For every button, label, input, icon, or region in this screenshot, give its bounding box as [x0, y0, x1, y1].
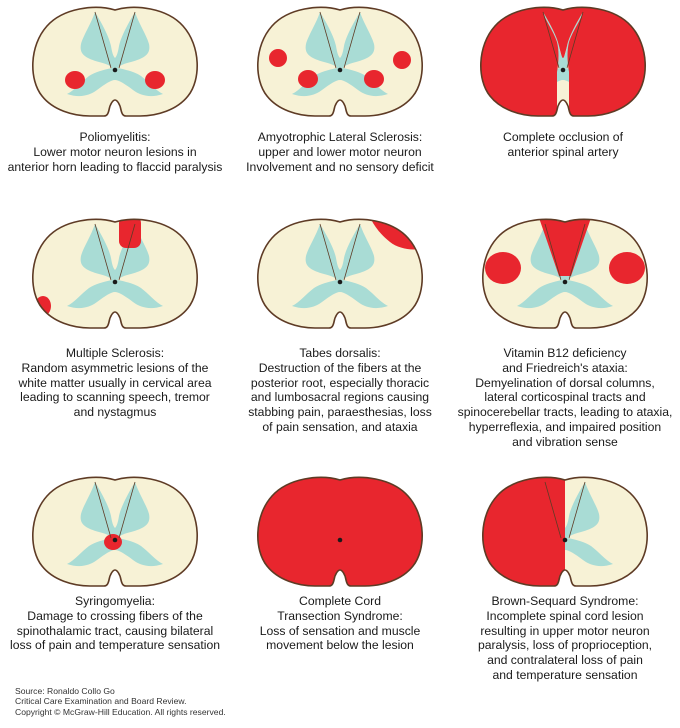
spinal-cord-cross-section: [25, 0, 205, 120]
lesion-area: [145, 71, 165, 89]
caption-line: Brown-Sequard Syndrome:: [452, 594, 678, 609]
central-canal: [338, 280, 343, 285]
caption-line: upper and lower motor neuron: [227, 145, 453, 160]
caption-line: resulting in upper motor neuron: [452, 624, 678, 639]
central-canal: [113, 280, 118, 285]
spinal-cord-cross-section: [473, 0, 653, 120]
caption-line: Vitamin B12 deficiency: [452, 346, 678, 361]
central-canal: [563, 538, 568, 543]
caption-line: and lumbosacral regions causing: [227, 390, 453, 405]
lesion-area: [364, 70, 384, 88]
caption-line: paralysis, loss of proprioception,: [452, 638, 678, 653]
spinal-cord-cross-section: [25, 212, 205, 332]
lesion-group: [475, 470, 565, 590]
lesion-area: [269, 49, 287, 67]
caption-line: Damage to crossing fibers of the: [2, 609, 228, 624]
caption-line: and nystagmus: [2, 405, 228, 420]
caption-line: and Friedreich's ataxia:: [452, 361, 678, 376]
central-canal: [563, 280, 568, 285]
lesion-area: [250, 470, 430, 590]
caption-line: Multiple Sclerosis:: [2, 346, 228, 361]
caption-line: Syringomyelia:: [2, 594, 228, 609]
lesion-area: [393, 51, 411, 69]
caption-line: spinocerebellar tracts, leading to ataxi…: [452, 405, 678, 420]
spinal-cord-cross-section: [475, 470, 655, 590]
lesion-area: [485, 252, 521, 284]
caption-line: Loss of sensation and muscle: [227, 624, 453, 639]
caption-line: Complete Cord: [227, 594, 453, 609]
caption-line: and temperature sensation: [452, 668, 678, 683]
lesion-area: [298, 70, 318, 88]
caption-line: Involvement and no sensory deficit: [227, 160, 453, 175]
caption-line: white matter usually in cervical area: [2, 376, 228, 391]
caption-line: Lower motor neuron lesions in: [2, 145, 228, 160]
panel-caption: Multiple Sclerosis:Random asymmetric les…: [2, 346, 228, 420]
caption-line: of pain sensation, and ataxia: [227, 420, 453, 435]
central-canal: [338, 68, 343, 73]
caption-line: Poliomyelitis:: [2, 130, 228, 145]
caption-line: and contralateral loss of pain: [452, 653, 678, 668]
caption-line: posterior root, especially thoracic: [227, 376, 453, 391]
panel-caption: Brown-Sequard Syndrome:Incomplete spinal…: [452, 594, 678, 683]
source-line: Critical Care Examination and Board Revi…: [15, 696, 226, 706]
caption-line: stabbing pain, paraesthesias, loss: [227, 405, 453, 420]
caption-line: Tabes dorsalis:: [227, 346, 453, 361]
caption-line: anterior spinal artery: [450, 145, 676, 160]
source-line: Copyright © McGraw-Hill Education. All r…: [15, 707, 226, 717]
caption-line: lateral corticospinal tracts and: [452, 390, 678, 405]
caption-line: loss of pain and temperature sensation: [2, 638, 228, 653]
spinal-cord-cross-section: [250, 0, 430, 120]
lesion-area: [65, 71, 85, 89]
lesion-area: [609, 252, 645, 284]
panel-caption: Syringomyelia:Damage to crossing fibers …: [2, 594, 228, 653]
caption-line: Amyotrophic Lateral Sclerosis:: [227, 130, 453, 145]
central-canal: [113, 68, 118, 73]
panel-caption: Poliomyelitis:Lower motor neuron lesions…: [2, 130, 228, 174]
spinal-cord-cross-section: [250, 470, 430, 590]
central-canal: [338, 538, 343, 543]
lesion-area: [475, 470, 565, 590]
spinal-cord-cross-section: [25, 470, 205, 590]
caption-line: spinothalamic tract, causing bilateral: [2, 624, 228, 639]
central-canal: [561, 68, 566, 73]
caption-line: Incomplete spinal cord lesion: [452, 609, 678, 624]
panel-caption: Amyotrophic Lateral Sclerosis:upper and …: [227, 130, 453, 174]
caption-line: Destruction of the fibers at the: [227, 361, 453, 376]
caption-line: hyperreflexia, and impaired position: [452, 420, 678, 435]
caption-line: anterior horn leading to flaccid paralys…: [2, 160, 228, 175]
central-canal: [113, 538, 118, 543]
caption-line: leading to scanning speech, tremor: [2, 390, 228, 405]
caption-line: Complete occlusion of: [450, 130, 676, 145]
caption-line: Random asymmetric lesions of the: [2, 361, 228, 376]
caption-line: and vibration sense: [452, 435, 678, 450]
lesion-group: [250, 470, 430, 590]
source-citation: Source: Ronaldo Collo Go Critical Care E…: [15, 686, 226, 717]
caption-line: Demyelination of dorsal columns,: [452, 376, 678, 391]
caption-line: Transection Syndrome:: [227, 609, 453, 624]
panel-caption: Tabes dorsalis:Destruction of the fibers…: [227, 346, 453, 435]
caption-line: movement below the lesion: [227, 638, 453, 653]
source-line: Source: Ronaldo Collo Go: [15, 686, 226, 696]
spinal-cord-cross-section: [250, 212, 430, 332]
spinal-cord-cross-section: [475, 212, 655, 332]
